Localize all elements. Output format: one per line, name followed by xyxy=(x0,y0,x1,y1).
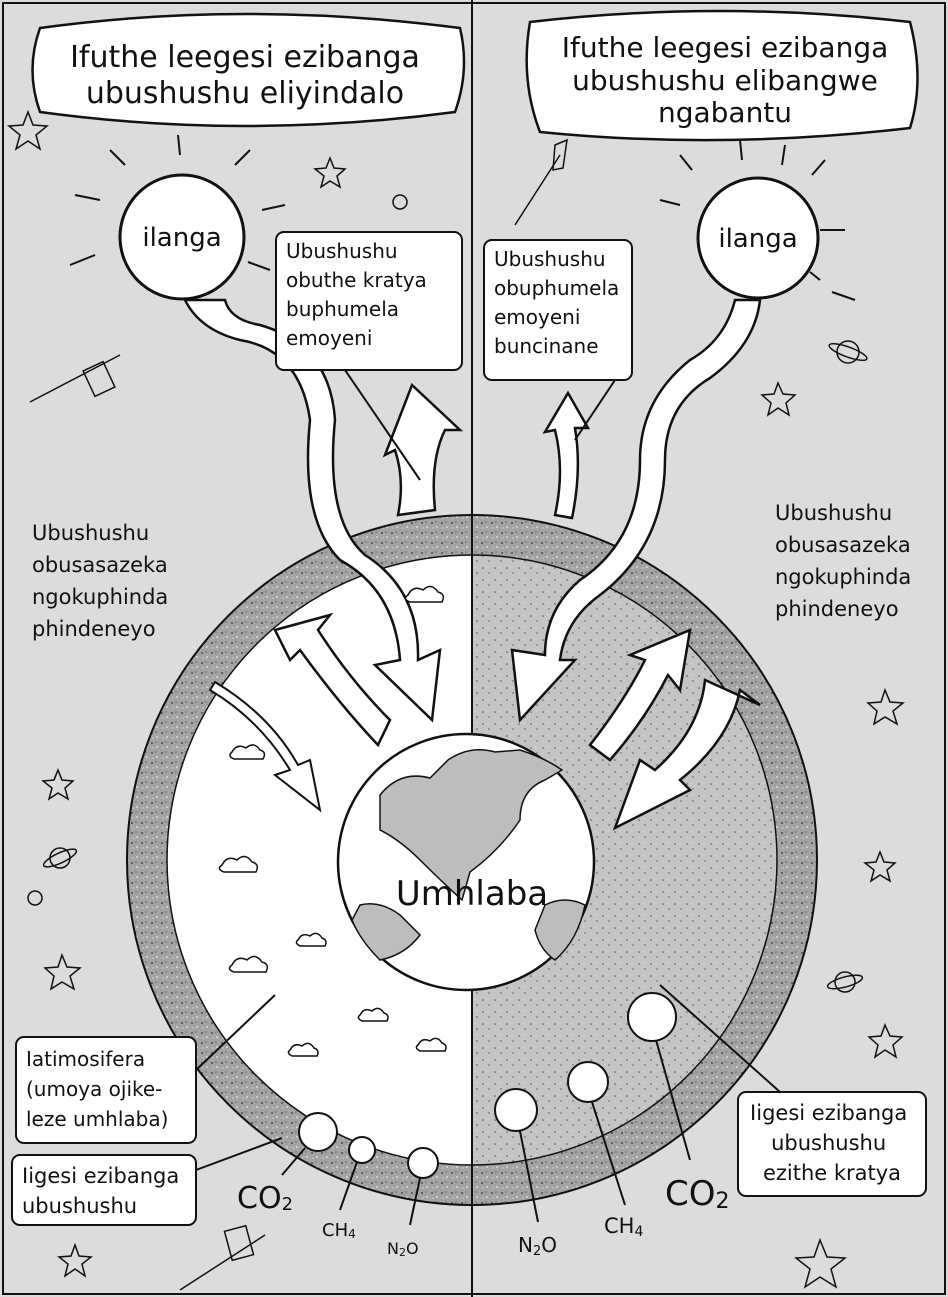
left-title-line2: ubushushu eliyindalo xyxy=(86,76,404,111)
right-co2-bubble xyxy=(628,993,676,1041)
earth: Umhlaba xyxy=(338,734,594,990)
right-sun-label: ilanga xyxy=(718,224,797,254)
left-co2-bubble xyxy=(299,1113,337,1151)
right-ch4-bubble xyxy=(568,1062,608,1102)
right-title-line2: ubushushu elibangwe xyxy=(572,64,878,97)
right-title-line3: ngabantu xyxy=(658,96,792,129)
right-gases-label: Iigesi ezibanga ubushushu ezithe kratya xyxy=(750,1101,914,1185)
left-sun-label: ilanga xyxy=(142,223,221,253)
left-ch4-bubble xyxy=(349,1137,375,1163)
right-title-bubble: Ifuthe leegesi ezibanga ubushushu eliban… xyxy=(527,11,918,140)
earth-label: Umhlaba xyxy=(396,874,548,914)
left-n2o-bubble xyxy=(408,1148,438,1178)
left-title-line1: Ifuthe leegesi ezibanga xyxy=(70,40,420,75)
left-atmosphere-label: Iatimosifera (umoya ojike- leze umhlaba) xyxy=(26,1047,169,1131)
left-title-bubble: Ifuthe leegesi ezibanga ubushushu eliyin… xyxy=(33,14,465,126)
right-title-line1: Ifuthe leegesi ezibanga xyxy=(562,31,889,64)
right-n2o-bubble xyxy=(495,1089,537,1131)
